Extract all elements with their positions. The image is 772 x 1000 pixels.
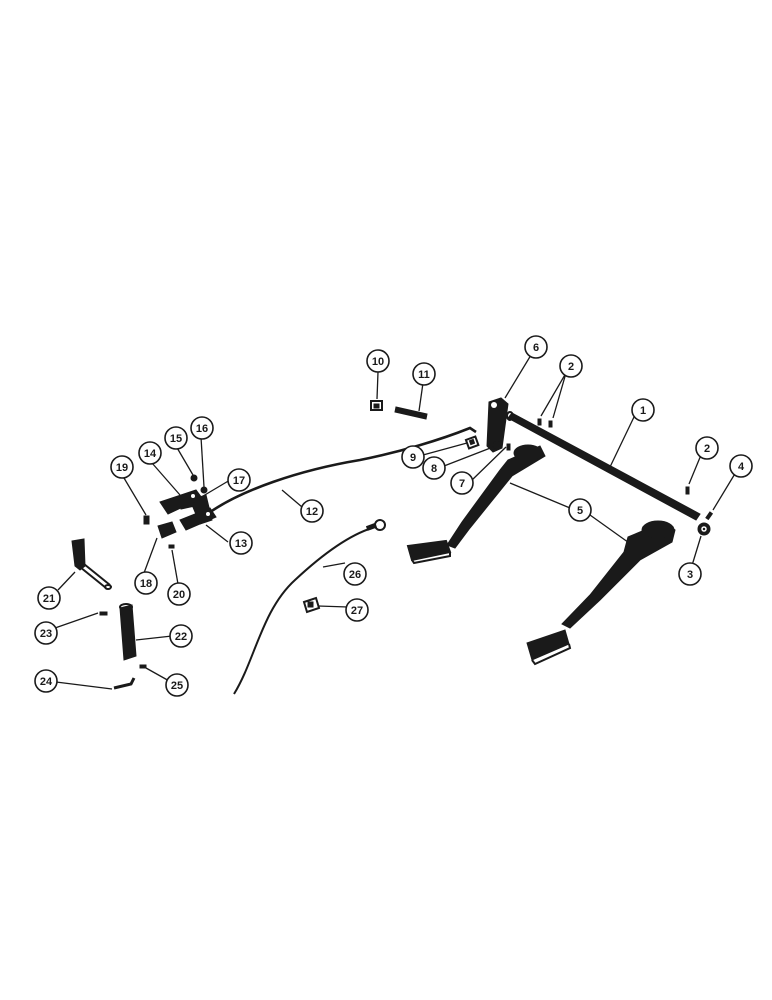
svg-text:8: 8 <box>431 463 437 475</box>
svg-text:13: 13 <box>235 538 247 550</box>
svg-text:14: 14 <box>144 448 157 460</box>
return-spring <box>394 406 428 420</box>
callout-17: 17 <box>227 468 251 492</box>
callout-22: 22 <box>169 624 193 648</box>
svg-text:18: 18 <box>140 578 152 590</box>
svg-text:17: 17 <box>233 475 245 487</box>
pedal-lower <box>526 520 676 666</box>
linkage-bracket <box>159 489 217 531</box>
clevis-18 <box>157 521 177 539</box>
callout-26: 26 <box>343 562 367 586</box>
lever-arm <box>486 397 509 453</box>
rod-clip <box>464 435 480 450</box>
svg-text:27: 27 <box>351 605 363 617</box>
callout-25: 25 <box>165 673 189 697</box>
callout-1: 1 <box>631 398 655 422</box>
svg-text:7: 7 <box>459 478 465 490</box>
svg-text:1: 1 <box>640 405 646 417</box>
svg-text:4: 4 <box>738 461 745 473</box>
pivot-sleeve <box>119 604 137 661</box>
nut <box>492 440 502 450</box>
pin-25 <box>139 664 147 669</box>
svg-text:26: 26 <box>349 569 361 581</box>
callout-3: 3 <box>678 562 702 586</box>
clevis-pin-small <box>506 443 511 451</box>
callout-2: 2 <box>559 354 583 378</box>
bolt-17 <box>179 501 196 510</box>
callout-4: 4 <box>729 454 753 478</box>
callout-24: 24 <box>34 669 58 693</box>
svg-text:25: 25 <box>171 680 183 692</box>
svg-text:19: 19 <box>116 462 128 474</box>
callout-6: 6 <box>524 335 548 359</box>
svg-text:12: 12 <box>306 506 318 518</box>
svg-text:21: 21 <box>43 593 55 605</box>
bell-crank <box>71 538 112 590</box>
callout-11: 11 <box>412 362 436 386</box>
callout-10: 10 <box>366 349 390 373</box>
pin-23 <box>99 611 108 616</box>
callout-14: 14 <box>138 441 162 465</box>
svg-text:2: 2 <box>704 443 710 455</box>
spring-clip <box>370 400 383 411</box>
pedal-upper <box>406 444 546 565</box>
callout-8: 8 <box>422 456 446 480</box>
svg-text:5: 5 <box>577 505 583 517</box>
callout-2: 2 <box>695 436 719 460</box>
svg-text:3: 3 <box>687 569 693 581</box>
washer-15 <box>190 474 198 482</box>
callout-18: 18 <box>134 571 158 595</box>
callout-13: 13 <box>229 531 253 555</box>
callout-12: 12 <box>300 499 324 523</box>
svg-text:11: 11 <box>418 369 430 381</box>
callout-21: 21 <box>37 586 61 610</box>
l-pin <box>113 677 136 690</box>
callout-23: 23 <box>34 621 58 645</box>
shaft-end-washer <box>697 522 711 536</box>
svg-text:23: 23 <box>40 628 52 640</box>
connecting-rod <box>205 426 477 517</box>
pin-20 <box>168 544 175 549</box>
callout-9: 9 <box>401 445 425 469</box>
cable-clip <box>302 596 321 614</box>
callout-20: 20 <box>167 582 191 606</box>
svg-text:15: 15 <box>170 433 182 445</box>
svg-text:10: 10 <box>372 356 384 368</box>
svg-text:24: 24 <box>40 676 53 688</box>
svg-text:16: 16 <box>196 423 208 435</box>
callout-16: 16 <box>190 416 214 440</box>
shaft-pins <box>537 418 690 495</box>
svg-text:2: 2 <box>568 361 574 373</box>
svg-text:9: 9 <box>410 452 416 464</box>
callout-27: 27 <box>345 598 369 622</box>
callout-15: 15 <box>164 426 188 450</box>
svg-text:22: 22 <box>175 631 187 643</box>
control-cable <box>233 519 386 695</box>
pin-19 <box>143 515 150 525</box>
cross-shaft <box>506 411 701 521</box>
nut-16 <box>200 486 208 494</box>
parts-drawing <box>71 397 714 695</box>
callout-19: 19 <box>110 455 134 479</box>
end-pin <box>705 511 714 521</box>
svg-text:20: 20 <box>173 589 185 601</box>
svg-text:6: 6 <box>533 342 539 354</box>
callout-7: 7 <box>450 471 474 495</box>
callouts: 1 2 2 3 4 5 6 7 8 9 10 11 12 13 14 15 16… <box>34 335 753 697</box>
callout-5: 5 <box>568 498 592 522</box>
